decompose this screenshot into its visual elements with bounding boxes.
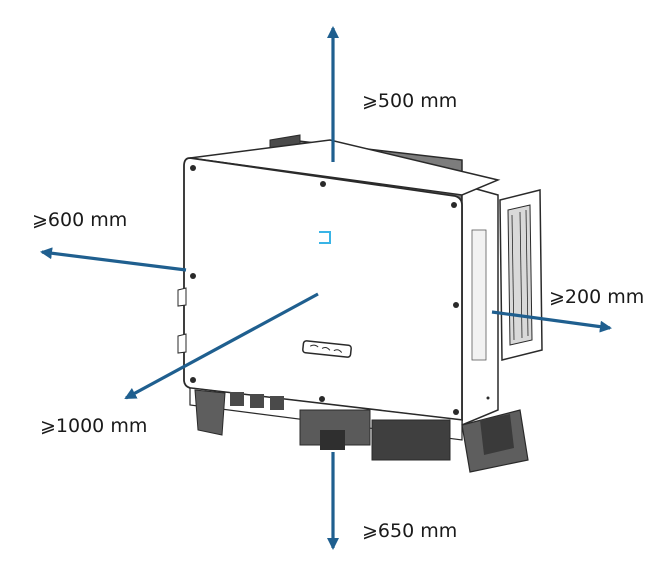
- arrow-front: [124, 292, 319, 400]
- status-led-icon: [319, 231, 331, 244]
- right-mount-foot: [461, 409, 529, 473]
- bottom-terminals: [189, 387, 463, 461]
- screw-icon: [453, 302, 459, 308]
- screw-icon: [190, 377, 196, 383]
- screw-icon: [190, 165, 196, 171]
- clearance-bottom-label: ⩾650 mm: [362, 520, 458, 542]
- clearance-left-label: ⩾600 mm: [32, 209, 128, 231]
- clearance-front-label: ⩾1000 mm: [40, 415, 148, 437]
- clearance-arrows: [40, 26, 612, 550]
- arrow-right: [491, 310, 612, 333]
- arrow-left: [40, 247, 187, 272]
- brand-logo: [302, 340, 352, 358]
- left-mount-foot: [177, 287, 226, 436]
- clearance-right-label: ⩾200 mm: [549, 286, 645, 308]
- screw-icon: [319, 396, 325, 402]
- screw-icon: [451, 202, 457, 208]
- screw-icon: [320, 181, 326, 187]
- top-face: [189, 139, 501, 196]
- screw-icon: [190, 273, 196, 279]
- front-panel: [183, 157, 463, 422]
- clearance-top-label: ⩾500 mm: [362, 90, 458, 112]
- screw-icon: [453, 409, 459, 415]
- side-panel: [461, 184, 499, 427]
- mounting-bracket: [499, 189, 543, 361]
